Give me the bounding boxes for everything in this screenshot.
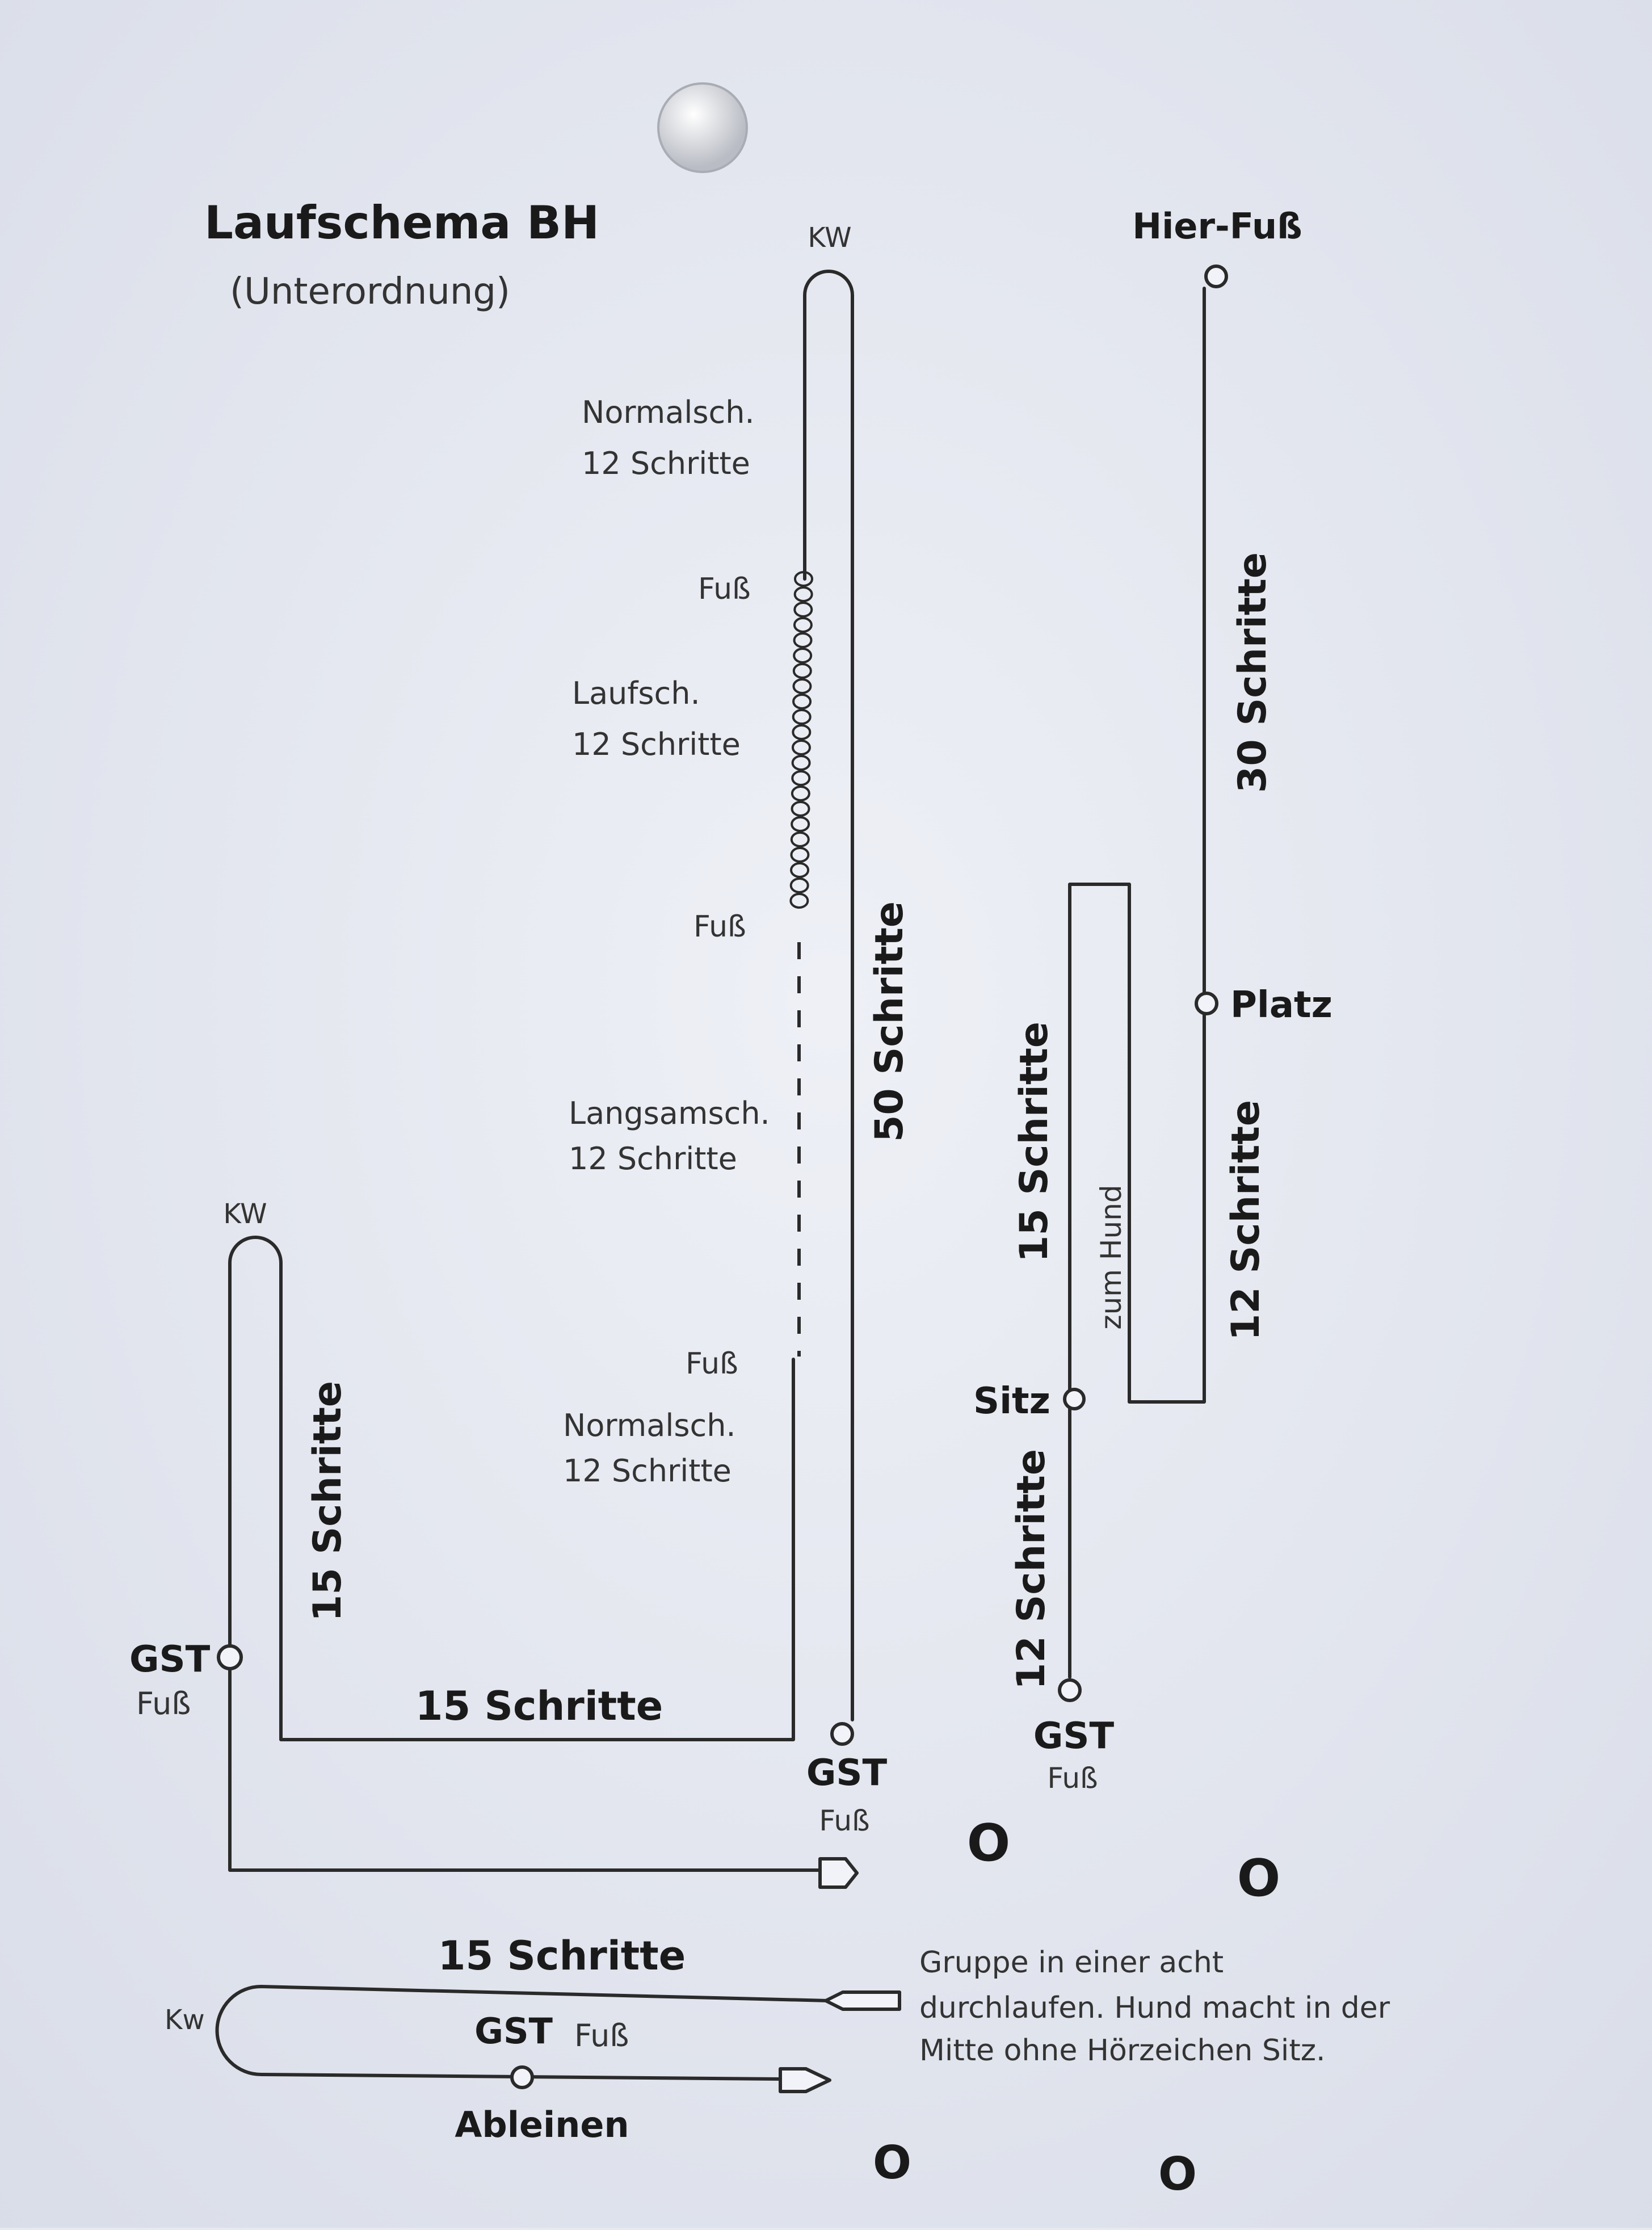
run-circle <box>792 663 812 679</box>
run-circle <box>791 770 811 786</box>
sitz-node <box>1063 1388 1086 1410</box>
mid-long-label: 50 Schritte <box>867 901 912 1142</box>
mid-fuss-2: Fuß <box>693 910 746 944</box>
run-circle <box>792 694 812 709</box>
group-note-line-3: Mitte ohne Hörzeichen Sitz. <box>919 2034 1326 2068</box>
mid-seg1-pace: Normalsch. <box>582 394 755 430</box>
mid-fuss-3: Fuß <box>686 1347 738 1381</box>
left-loop-path <box>228 1236 795 1869</box>
right-fifteen-label: 15 Schritte <box>1012 1022 1057 1262</box>
group-person-1: O <box>967 1813 1011 1873</box>
mid-fuss-1: Fuß <box>698 572 751 606</box>
middle-gst-node <box>830 1722 854 1746</box>
group-gst-sub: Fuß <box>574 2018 629 2053</box>
right-gst-sub: Fuß <box>1047 1762 1098 1795</box>
mid-seg2-pace: Laufsch. <box>572 675 700 711</box>
mid-seg1-steps: 12 Schritte <box>582 446 750 481</box>
run-circle <box>791 816 810 832</box>
run-circle <box>793 617 813 633</box>
group-person-4: O <box>1158 2148 1197 2200</box>
group-note-line-1: Gruppe in einer acht <box>919 1946 1224 1980</box>
run-circle <box>789 893 809 909</box>
left-gst-node <box>217 1644 243 1670</box>
left-return-arrow <box>818 1857 859 1889</box>
mid-gst-label: GST <box>806 1752 888 1794</box>
sitz-label: Sitz <box>973 1380 1050 1422</box>
mid-gst-sub: Fuß <box>819 1804 869 1837</box>
diagram-title: Laufschema BH <box>204 196 599 249</box>
run-circle <box>793 602 813 618</box>
mid-seg3-steps: 12 Schritte <box>569 1141 737 1177</box>
run-circle <box>793 648 813 663</box>
run-circle <box>790 847 810 863</box>
middle-normal-segment <box>803 270 854 1721</box>
run-circle <box>792 709 812 725</box>
left-kw-label: KW <box>223 1198 267 1230</box>
group-kw-label: Kw <box>165 2004 205 2036</box>
run-circle <box>790 831 810 847</box>
run-circle <box>790 862 810 878</box>
left-return-line <box>228 1656 822 1872</box>
run-circle <box>791 786 810 801</box>
mid-seg3-pace: Langsamsch. <box>569 1095 770 1131</box>
laufschritt-circles <box>789 571 813 909</box>
run-circle <box>794 571 813 587</box>
mid-seg4-pace: Normalsch. <box>563 1408 736 1443</box>
group-entry-arrow <box>824 1990 901 2011</box>
left-bottom-label: 15 Schritte <box>415 1683 663 1729</box>
left-leg-label: 15 Schritte <box>305 1381 350 1622</box>
right-gst-node <box>1058 1678 1082 1702</box>
right-section-path <box>1068 287 1206 1679</box>
hier-fuss-label: Hier-Fuß <box>1132 205 1302 247</box>
mid-kw-label: KW <box>808 222 851 254</box>
right-lower-label: 12 Schritte <box>1224 1100 1268 1341</box>
mid-seg2-steps: 12 Schritte <box>572 726 741 762</box>
group-gst-label: GST <box>474 2010 553 2052</box>
zum-hund-label: zum Hund <box>1095 1185 1128 1329</box>
run-circle <box>789 877 809 893</box>
group-person-2: O <box>1237 1849 1281 1908</box>
pushpin <box>657 82 748 173</box>
group-exit-arrow <box>779 2067 831 2093</box>
run-circle <box>793 586 813 602</box>
right-long-label: 30 Schritte <box>1230 552 1275 793</box>
hier-fuss-node <box>1204 264 1228 288</box>
ableinen-label: Ableinen <box>455 2104 629 2145</box>
group-person-3: O <box>873 2136 911 2189</box>
platz-node <box>1195 992 1218 1015</box>
run-circle <box>791 755 811 771</box>
left-gst-sub: Fuß <box>136 1686 191 1721</box>
right-bottom-leg-label: 12 Schritte <box>1009 1449 1054 1690</box>
diagram-subtitle: (Unterordnung) <box>230 271 510 313</box>
group-loop-path <box>215 1985 830 2081</box>
right-gst-label: GST <box>1033 1715 1115 1757</box>
platz-label: Platz <box>1230 984 1332 1026</box>
run-circle <box>792 724 812 740</box>
group-leg-label: 15 Schritte <box>438 1933 686 1979</box>
run-circle <box>791 740 811 755</box>
run-circle <box>792 678 812 694</box>
run-circle <box>791 801 810 817</box>
run-circle <box>793 632 813 648</box>
mid-seg4-steps: 12 Schritte <box>563 1453 732 1489</box>
left-gst-label: GST <box>129 1639 211 1681</box>
ableinen-node <box>510 2065 534 2089</box>
group-note-line-2: durchlaufen. Hund macht in der <box>919 1991 1390 2025</box>
